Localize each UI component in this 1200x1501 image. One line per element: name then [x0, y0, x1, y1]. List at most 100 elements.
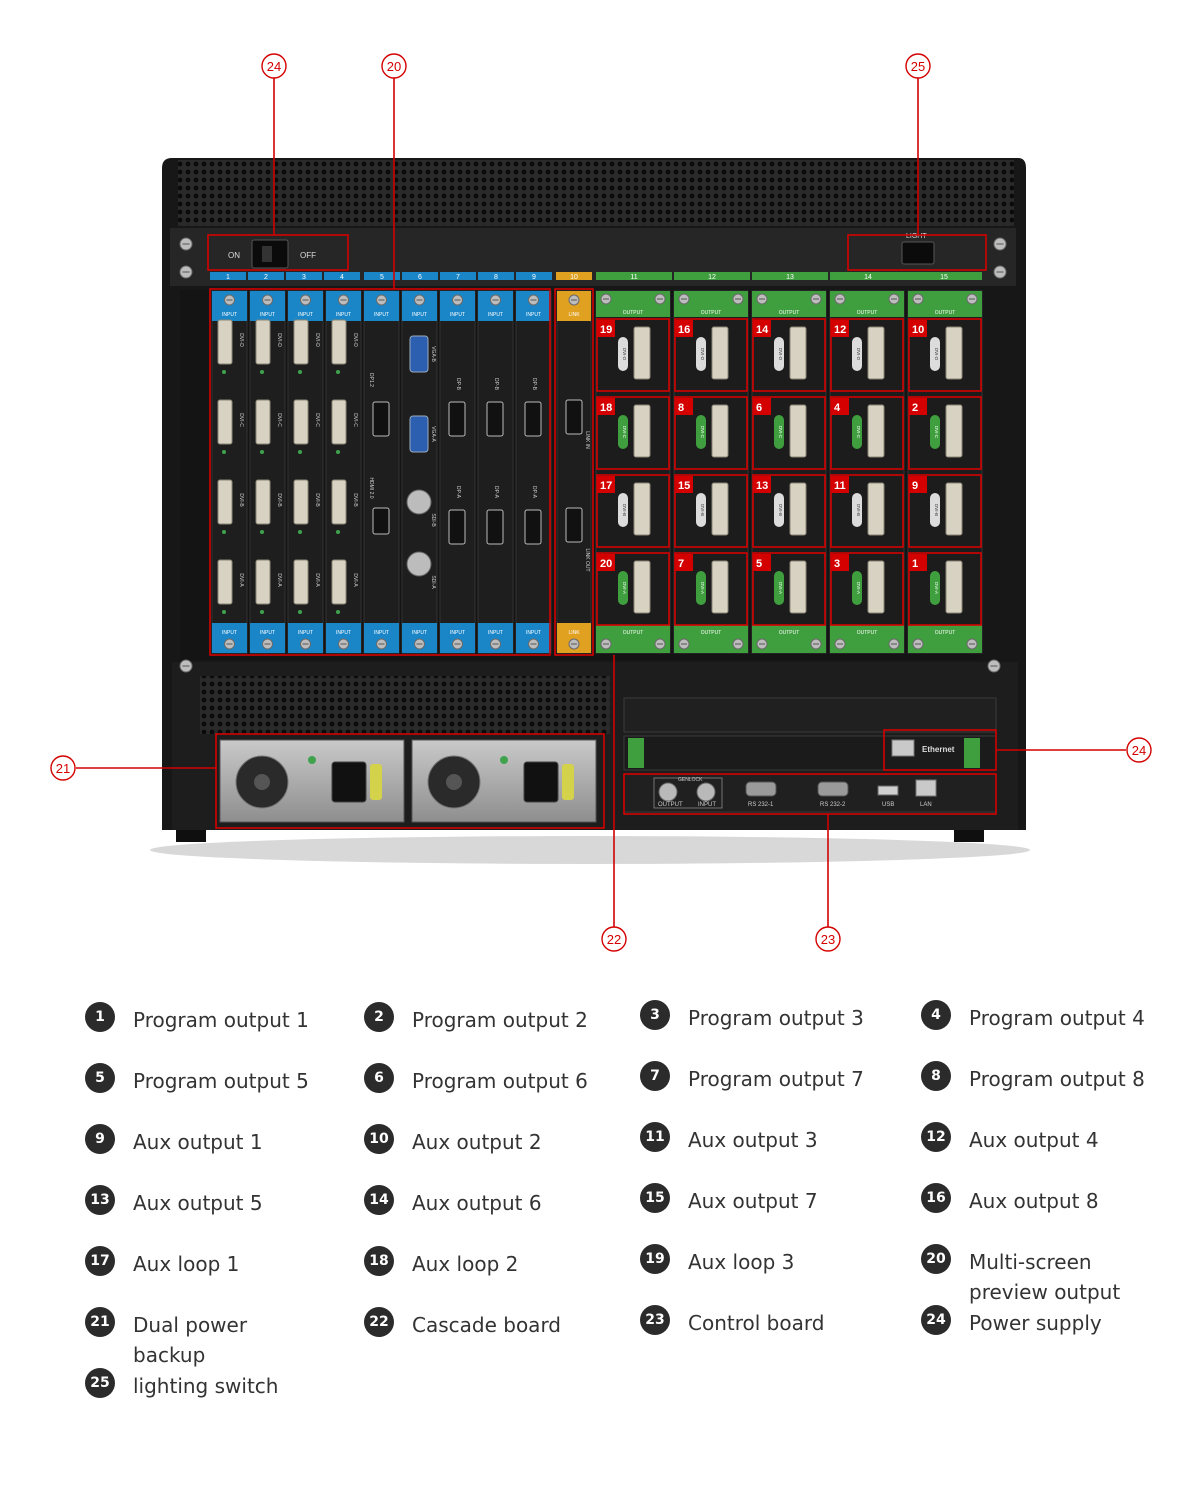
- port-label-pill: [852, 571, 862, 605]
- usb-port[interactable]: [877, 785, 899, 796]
- legend-label: Control board: [688, 1311, 825, 1335]
- status-led: [298, 610, 302, 614]
- slot-number: 4: [340, 274, 344, 281]
- legend-label: Aux loop 2: [412, 1252, 519, 1276]
- switch-off-label: OFF: [300, 251, 316, 260]
- legend-label: Program output 1: [133, 1008, 309, 1032]
- dp-a-label: DP-A: [455, 486, 461, 499]
- dvi-output-port: [633, 482, 651, 536]
- dvi-port-label: DVI-C: [238, 413, 244, 427]
- output-number-badge: [909, 398, 927, 415]
- legend-number-badge: 6: [364, 1063, 394, 1093]
- output-card-panel: [751, 290, 827, 654]
- port-label-pill: [930, 493, 940, 527]
- dvi-port: [293, 479, 309, 525]
- slot-number: 2: [264, 274, 268, 281]
- output-number: 6: [756, 402, 762, 414]
- dvi-port-label: DVI-B: [276, 493, 282, 507]
- rs232-1-port[interactable]: [745, 781, 777, 797]
- slot-tab: [364, 272, 400, 280]
- output-label-bottom: OUTPUT: [779, 630, 800, 636]
- dp-a-label: DP-A: [531, 486, 537, 499]
- output-number: 17: [600, 480, 612, 492]
- svg-text:24: 24: [267, 59, 281, 74]
- legend-label: lighting switch: [133, 1374, 279, 1398]
- output-number-badge: [753, 398, 771, 415]
- light-toggle-switch[interactable]: [901, 241, 935, 265]
- dvi-port: [217, 479, 233, 525]
- svg-text:25: 25: [911, 59, 925, 74]
- lan-port[interactable]: [915, 779, 937, 797]
- slot-tab: [674, 272, 750, 280]
- status-led: [336, 370, 340, 374]
- output-port-label: DVI-C: [934, 426, 939, 439]
- port-label-pill: [618, 493, 628, 527]
- ethernet-port[interactable]: [891, 739, 915, 757]
- output-label-top: OUTPUT: [935, 310, 956, 316]
- legend-number-badge: 13: [85, 1185, 115, 1215]
- output-number-badge: [909, 554, 927, 571]
- output-number-badge: [831, 320, 849, 337]
- output-number-badge: [597, 398, 615, 415]
- slot-tab: [402, 272, 438, 280]
- dp-a-label: DP-A: [493, 486, 499, 499]
- status-led: [222, 530, 226, 534]
- legend-label: Power supply: [969, 1311, 1102, 1335]
- slot-tab: [596, 272, 672, 280]
- status-led: [298, 370, 302, 374]
- dp-a-port: [448, 509, 466, 545]
- dvi-output-port: [711, 482, 729, 536]
- port-label-pill: [774, 571, 784, 605]
- output-port-cell: DVI-C6: [752, 396, 826, 470]
- input-cards: INPUTINPUTDVI-DDVI-CDVI-BDVI-AINPUTINPUT…: [211, 290, 552, 654]
- slot-number: 3: [302, 274, 306, 281]
- output-number: 12: [834, 324, 846, 336]
- legend-number-badge: 16: [921, 1183, 951, 1213]
- ethernet-label: Ethernet: [922, 745, 955, 754]
- port-label-pill: [696, 337, 706, 371]
- callout-24-right: 24: [1126, 737, 1152, 763]
- status-led: [260, 530, 264, 534]
- output-callout-box: [752, 552, 826, 626]
- output-number: 5: [756, 558, 762, 570]
- slot-tab: [324, 272, 360, 280]
- input-label-bottom: INPUT: [526, 630, 541, 636]
- dvi-port-label: DVI-D: [238, 333, 244, 347]
- callout-box-light: [847, 234, 987, 271]
- status-led: [222, 370, 226, 374]
- dvi-port: [331, 559, 347, 605]
- input-label-top: INPUT: [412, 312, 427, 318]
- legend-number-badge: 10: [364, 1124, 394, 1154]
- vga-b-port: [409, 335, 429, 373]
- output-number-badge: [831, 398, 849, 415]
- slot-tab: [478, 272, 514, 280]
- output-number: 16: [678, 324, 690, 336]
- output-port-label: DVI-B: [856, 504, 861, 516]
- dvi-port-label: DVI-D: [276, 333, 282, 347]
- dvi-output-port: [711, 404, 729, 458]
- legend-number-badge: 17: [85, 1246, 115, 1276]
- input-card-panel: [363, 290, 400, 654]
- input-label-top: INPUT: [488, 312, 503, 318]
- callout-20: 20: [381, 53, 407, 79]
- output-number-badge: [597, 320, 615, 337]
- rs232-2-port[interactable]: [817, 781, 849, 797]
- output-port-label: DVI-A: [856, 582, 861, 594]
- slot-number: 6: [418, 274, 422, 281]
- output-port-cell: DVI-C2: [908, 396, 982, 470]
- output-number-badge: [831, 476, 849, 493]
- genlock-input-bnc[interactable]: [696, 782, 716, 802]
- output-port-label: DVI-B: [700, 504, 705, 516]
- dvi-port: [293, 399, 309, 445]
- genlock-output-bnc[interactable]: [658, 782, 678, 802]
